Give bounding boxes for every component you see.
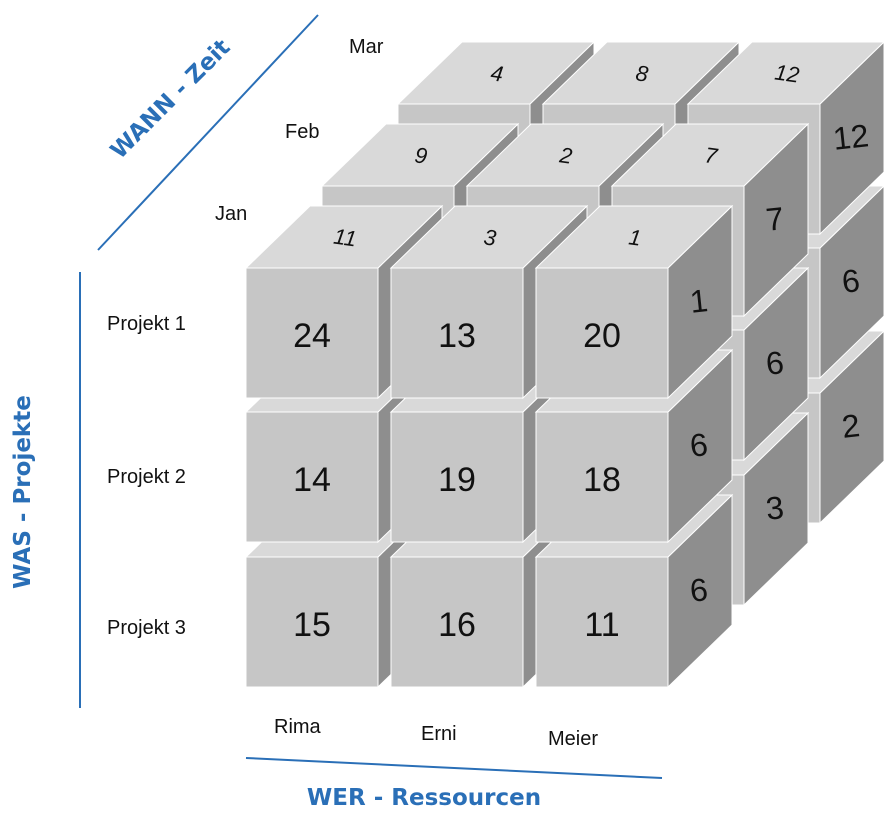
- time-axis-title: WANN - Zeit: [106, 35, 236, 165]
- front-value: 16: [438, 606, 476, 644]
- side-value: 1: [688, 282, 709, 320]
- side-value: 6: [688, 426, 709, 464]
- front-value: 11: [584, 606, 619, 644]
- front-value: 18: [583, 461, 621, 499]
- block-front-face: [390, 411, 524, 543]
- project-label-1: Projekt 1: [107, 313, 186, 335]
- side-value: 6: [840, 262, 861, 300]
- resource-label-rima: Rima: [274, 716, 322, 738]
- top-value: 12: [773, 59, 801, 87]
- top-value: 8: [634, 60, 650, 87]
- block-front-face: [535, 556, 669, 688]
- block-front-face: [245, 411, 379, 543]
- time-label-mar: Mar: [349, 36, 384, 58]
- resources-axis-line: [245, 757, 663, 779]
- top-value: 4: [489, 60, 505, 86]
- front-value: 14: [293, 461, 331, 499]
- top-value: 1: [627, 224, 643, 250]
- project-label-2: Projekt 2: [107, 466, 186, 488]
- block-front-face: [245, 556, 379, 688]
- projects-axis-title: WAS - Projekte: [10, 395, 36, 589]
- block-front-face: [390, 267, 524, 399]
- side-value: 2: [840, 407, 861, 445]
- front-value: 24: [293, 317, 331, 355]
- side-value: 6: [688, 571, 709, 609]
- block-front-face: [535, 267, 669, 399]
- side-value: 6: [764, 344, 785, 382]
- side-value: 7: [764, 200, 785, 238]
- side-value: 3: [764, 489, 785, 527]
- front-value: 15: [293, 606, 331, 644]
- front-value: 20: [583, 317, 621, 355]
- project-label-3: Projekt 3: [107, 617, 186, 639]
- block-front-face: [535, 411, 669, 543]
- time-axis-line: [97, 14, 319, 251]
- block-front-face: [245, 267, 379, 399]
- time-label-jan: Jan: [215, 203, 247, 225]
- top-value: 7: [703, 142, 719, 169]
- top-value: 11: [332, 224, 358, 252]
- resource-label-meier: Meier: [548, 728, 598, 750]
- side-value: 12: [831, 117, 870, 157]
- front-value: 13: [438, 317, 476, 355]
- front-value: 19: [438, 461, 476, 499]
- top-value: 9: [413, 142, 429, 168]
- top-value: 3: [482, 224, 498, 251]
- resources-axis-title: WER - Ressourcen: [307, 785, 541, 811]
- resource-label-erni: Erni: [421, 723, 457, 745]
- top-value: 2: [557, 142, 574, 169]
- time-label-feb: Feb: [285, 121, 319, 143]
- block-front-face: [390, 556, 524, 688]
